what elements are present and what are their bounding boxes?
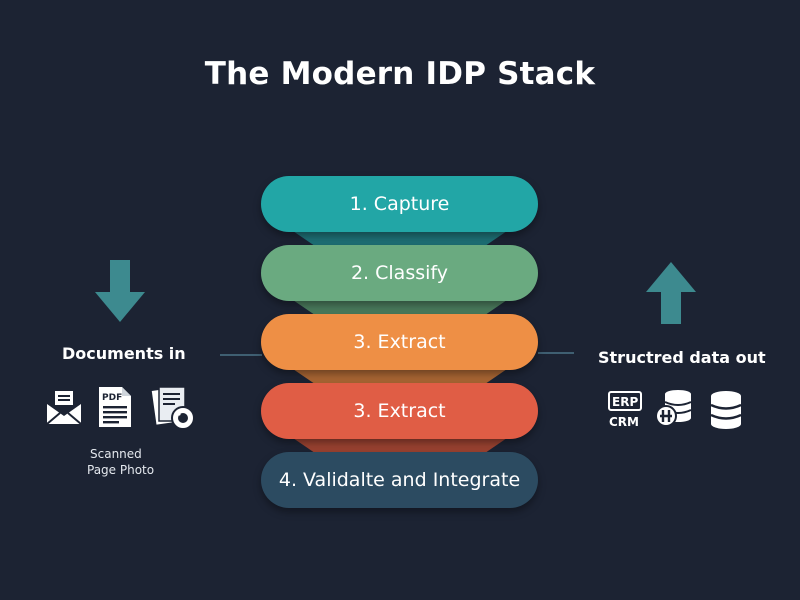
- stage-classify-label: 2. Classify: [350, 262, 449, 284]
- svg-text:PDF: PDF: [102, 393, 122, 403]
- stage-validate-integrate: 4. Validalte and Integrate: [261, 452, 538, 508]
- stage-extract-second-label: 3. Extract: [353, 400, 446, 422]
- left-connector-line: [220, 354, 262, 356]
- stage-capture: 1. Capture: [261, 176, 538, 232]
- envelope-icon: [46, 391, 82, 425]
- caption-page-photo: Page Photo: [87, 463, 155, 477]
- database-icon: [710, 391, 742, 429]
- stage-joint-1: [290, 229, 510, 247]
- erp-crm-icon: ERP CRM: [608, 391, 642, 429]
- stage-extract: 3. Extract: [261, 314, 538, 370]
- arrow-down-icon: [95, 260, 145, 322]
- erp-text: ERP: [612, 395, 638, 409]
- stage-classify: 2. Classify: [261, 245, 538, 301]
- database-plug-icon: [655, 390, 692, 427]
- scanned-photo-icon: [151, 386, 195, 430]
- structured-data-out-label: Structred data out: [598, 348, 766, 367]
- stage-extract-label: 3. Extract: [353, 331, 446, 353]
- right-connector-line: [538, 352, 574, 354]
- documents-in-label: Documents in: [62, 344, 186, 363]
- stage-extract-second: 3. Extract: [261, 383, 538, 439]
- arrow-up-icon: [646, 262, 696, 324]
- stage-joint-3: [290, 367, 510, 385]
- stage-capture-label: 1. Capture: [349, 193, 450, 215]
- caption-scanned: Scanned: [90, 447, 142, 461]
- pdf-document-icon: PDF: [99, 387, 131, 427]
- crm-text: CRM: [609, 415, 639, 429]
- stage-joint-2: [290, 298, 510, 316]
- stage-joint-4: [290, 436, 510, 454]
- diagram-title: The Modern IDP Stack: [204, 56, 596, 92]
- stage-validate-integrate-label: 4. Validalte and Integrate: [278, 469, 521, 491]
- left-caption: Scanned Page Photo: [87, 446, 155, 478]
